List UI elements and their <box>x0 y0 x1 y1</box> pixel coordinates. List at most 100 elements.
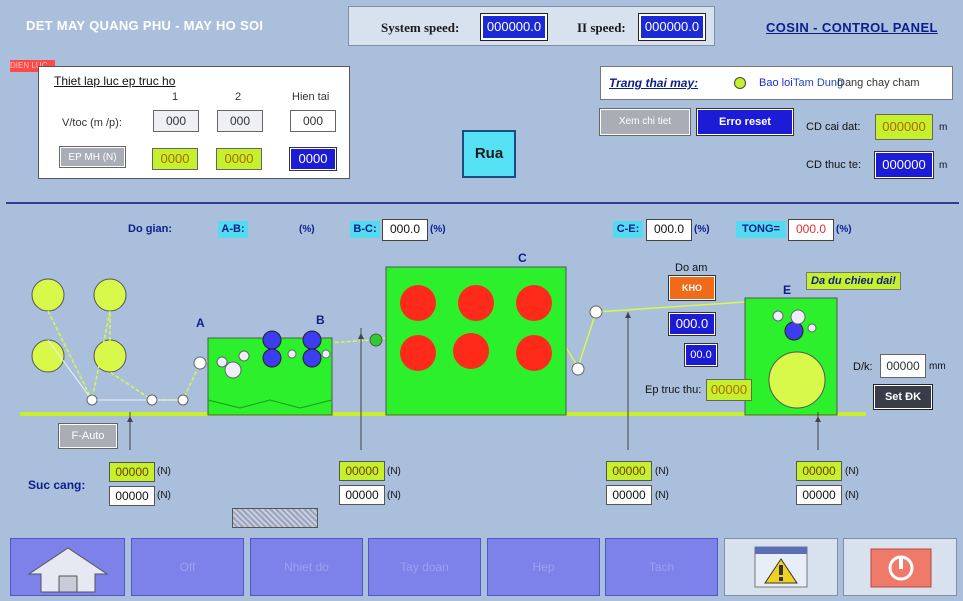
tension-1-set-unit: (N) <box>157 466 171 477</box>
roller-b-bottom <box>302 348 322 368</box>
tension-4-set[interactable]: 00000 <box>796 461 842 481</box>
take-up-press-input[interactable]: 00000 <box>706 379 752 401</box>
status-text-error: Bao loi <box>759 77 793 89</box>
f-auto-button[interactable]: F-Auto <box>58 423 118 449</box>
length-actual-unit: m <box>939 160 948 171</box>
app-title: DET MAY QUANG PHU - MAY HO SOI <box>26 18 264 33</box>
set-diameter-button[interactable]: Set ĐK <box>873 384 933 410</box>
tension-3-actual: 00000 <box>606 485 652 505</box>
tension-label: Suc cang: <box>28 478 86 492</box>
yarn-path-3 <box>564 301 746 369</box>
stretch-bc-unit: (%) <box>430 224 446 235</box>
stretch-ab-unit: (%) <box>299 224 315 235</box>
section-divider <box>6 202 959 204</box>
dryer-heater-3 <box>516 285 552 321</box>
tension-2-actual-unit: (N) <box>387 490 401 501</box>
humidity-small-value: 00.0 <box>684 343 718 367</box>
vtoc-label: V/toc (m /p): <box>62 117 122 129</box>
stretch-label: Do gian: <box>128 223 172 235</box>
humidity-dry-indicator: KHO <box>668 275 716 301</box>
guide-roller-1 <box>86 394 98 406</box>
tension-2-actual: 00000 <box>339 485 385 505</box>
winder-beam <box>768 351 826 409</box>
press-panel-title: Thiet lap luc ep truc ho <box>54 74 176 88</box>
guide-roller-5 <box>369 333 383 347</box>
length-set-unit: m <box>939 122 948 133</box>
speed-panel: System speed: 000000.0 II speed: 000000.… <box>348 6 715 46</box>
system-speed-value: 000000.0 <box>480 13 548 41</box>
machine-diagram <box>20 266 866 450</box>
tension-4-actual: 00000 <box>796 485 842 505</box>
creel-roller-1 <box>31 278 65 312</box>
diameter-input[interactable]: 00000 <box>880 354 926 378</box>
ep-1-input[interactable]: 0000 <box>152 148 198 170</box>
power-icon <box>870 548 932 588</box>
dryer-heater-1 <box>400 285 436 321</box>
status-label: Trang thai may: <box>609 76 699 90</box>
ep-mh-button[interactable]: EP MH (N) <box>59 146 126 168</box>
length-actual-value: 000000 <box>874 151 934 179</box>
diameter-label: D/k: <box>853 361 873 373</box>
length-actual-label: CD thuc te: <box>806 159 862 171</box>
col-1-header: 1 <box>172 91 179 103</box>
take-up-press-label: Ep truc thu: <box>645 384 702 396</box>
col-current-header: Hien tai <box>292 91 330 103</box>
rua-button[interactable]: Rua <box>462 130 516 178</box>
roller-a-top <box>262 330 282 350</box>
yarn-path-2 <box>47 339 183 401</box>
panel-title: COSIN - CONTROL PANEL <box>766 20 938 35</box>
roller-a-bottom <box>262 348 282 368</box>
nav-button-manual[interactable]: Tay doan <box>368 538 481 596</box>
stretch-bc-input[interactable]: 000.0 <box>382 219 428 241</box>
guide-roller-2 <box>146 394 158 406</box>
nav-button-tach[interactable]: Tach <box>605 538 718 596</box>
stretch-ce-label: C-E: <box>613 221 643 238</box>
winder-roller <box>784 321 804 341</box>
vtoc-1-input[interactable]: 000 <box>153 110 199 132</box>
dryer-heater-6 <box>516 335 552 371</box>
status-indicator-icon <box>734 77 746 89</box>
creel-roller-2 <box>93 278 127 312</box>
section-c-label: C <box>518 251 527 265</box>
home-icon <box>26 547 109 593</box>
error-reset-button[interactable]: Erro reset <box>696 108 794 136</box>
dryer-heater-2 <box>458 285 494 321</box>
section-b-label: B <box>316 313 325 327</box>
status-text-slow: Dang chay cham <box>837 77 920 89</box>
tension-4-set-unit: (N) <box>845 466 859 477</box>
tension-2-set[interactable]: 00000 <box>339 461 385 481</box>
stretch-total-unit: (%) <box>836 224 852 235</box>
humidity-label: Do am <box>675 262 708 274</box>
nav-button-off[interactable]: Off <box>131 538 244 596</box>
vtoc-current-value: 000 <box>290 110 336 132</box>
section-e-label: E <box>783 283 792 297</box>
roller-b-top <box>302 330 322 350</box>
ep-2-input[interactable]: 0000 <box>216 148 262 170</box>
nav-button-hep[interactable]: Hep <box>487 538 600 596</box>
tension-4-actual-unit: (N) <box>845 490 859 501</box>
stretch-ce-unit: (%) <box>694 224 710 235</box>
press-settings-panel: Thiet lap luc ep truc ho 1 2 Hien tai V/… <box>38 66 350 179</box>
machine-status-panel: Trang thai may: Bao loi Tam Dung Dang ch… <box>600 66 953 100</box>
length-reached-message: Da du chieu dai! <box>806 272 901 290</box>
stretch-ce-input[interactable]: 000.0 <box>646 219 692 241</box>
humidity-value: 000.0 <box>668 312 716 336</box>
ii-speed-value: 000000.0 <box>638 13 706 41</box>
tension-3-actual-unit: (N) <box>655 490 669 501</box>
yarn-path-1 <box>47 310 386 403</box>
tension-1-set[interactable]: 00000 <box>109 462 155 482</box>
stretch-total-label: TONG= <box>736 221 786 238</box>
ep-current-value: 0000 <box>289 147 337 171</box>
guide-roller-4 <box>193 356 207 370</box>
view-detail-button[interactable]: Xem chi tiet <box>599 108 691 136</box>
guide-roller-7 <box>589 305 603 319</box>
tension-3-set[interactable]: 00000 <box>606 461 652 481</box>
nav-button-temperature[interactable]: Nhiet do <box>250 538 363 596</box>
power-button[interactable] <box>843 538 957 596</box>
home-button[interactable] <box>10 538 125 596</box>
length-set-input[interactable]: 000000 <box>875 114 933 140</box>
alarm-button[interactable] <box>724 538 838 596</box>
ii-speed-label: II speed: <box>577 20 626 35</box>
guide-roller-6 <box>571 362 585 376</box>
vtoc-2-input[interactable]: 000 <box>217 110 263 132</box>
